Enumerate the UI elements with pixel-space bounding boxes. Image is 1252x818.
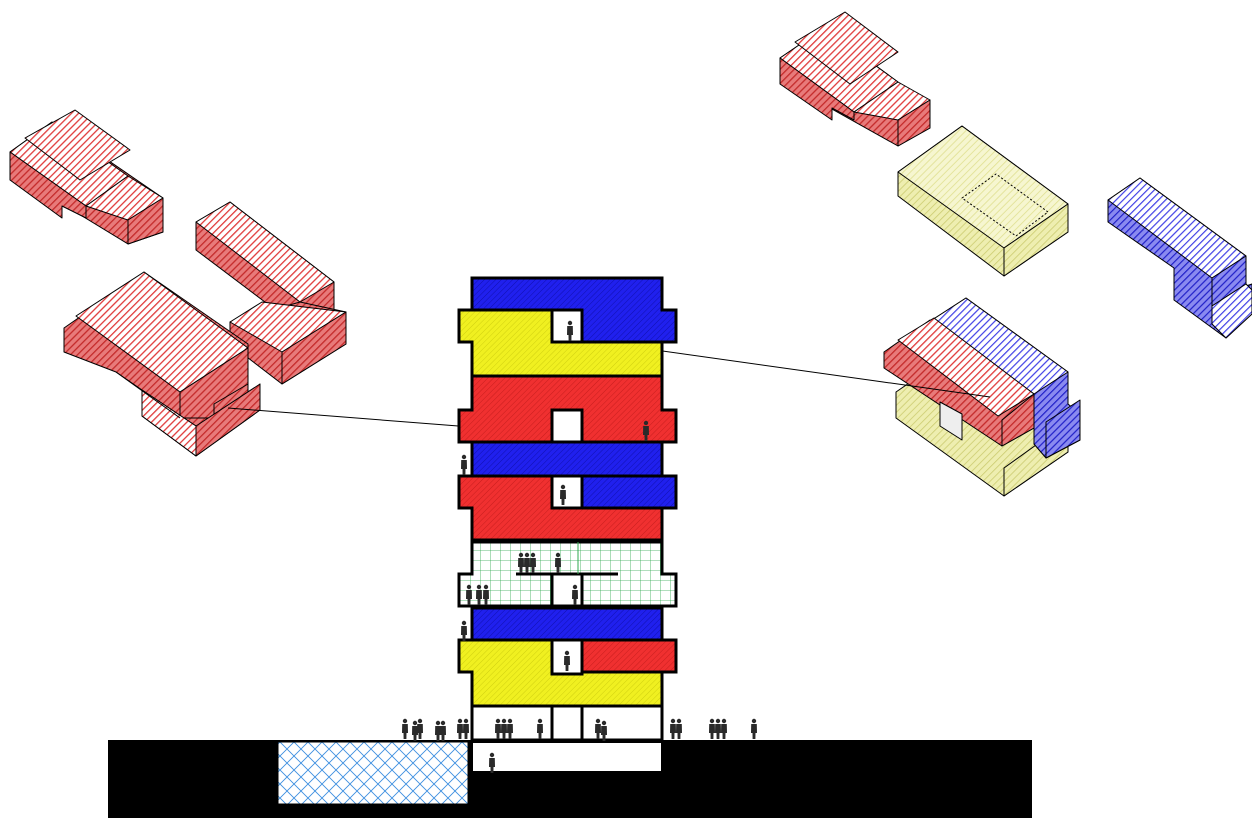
person-icon xyxy=(457,718,463,739)
person-icon xyxy=(715,718,721,739)
leader-line-right xyxy=(619,344,991,398)
red-volume-b xyxy=(195,201,347,385)
floor-middle-duplex-blue-red xyxy=(457,440,678,542)
person-icon xyxy=(751,718,757,739)
person-icon xyxy=(721,718,727,739)
right-exploded-cluster xyxy=(779,11,1252,497)
leader-lines xyxy=(227,344,991,429)
ground-slab xyxy=(108,740,1032,818)
red-volume-a xyxy=(9,109,164,245)
red-volume-top-right xyxy=(779,11,931,147)
person-icon xyxy=(709,718,715,739)
person-icon xyxy=(440,720,446,741)
left-red-cluster xyxy=(9,109,347,457)
floor-upper-duplex xyxy=(457,276,678,378)
person-icon xyxy=(461,620,467,641)
person-icon xyxy=(402,718,408,739)
floor-lower-duplex xyxy=(457,606,678,708)
yellow-volume-right xyxy=(897,125,1069,277)
blue-volume-far-right xyxy=(1107,177,1252,339)
person-icon xyxy=(461,454,467,475)
floor-middle-duplex-red xyxy=(457,374,678,444)
basement-room xyxy=(471,741,663,773)
tower-section xyxy=(457,276,678,742)
leader-line-left xyxy=(227,407,485,429)
person-icon xyxy=(417,718,423,739)
water-pool xyxy=(277,741,469,805)
person-icon xyxy=(463,718,469,739)
assembled-volume-right xyxy=(883,297,1081,497)
person-icon xyxy=(676,718,682,739)
red-volume-c xyxy=(63,271,261,457)
floor-ground xyxy=(470,704,664,742)
floor-communal-greenhouse xyxy=(457,540,678,608)
person-icon xyxy=(670,718,676,739)
